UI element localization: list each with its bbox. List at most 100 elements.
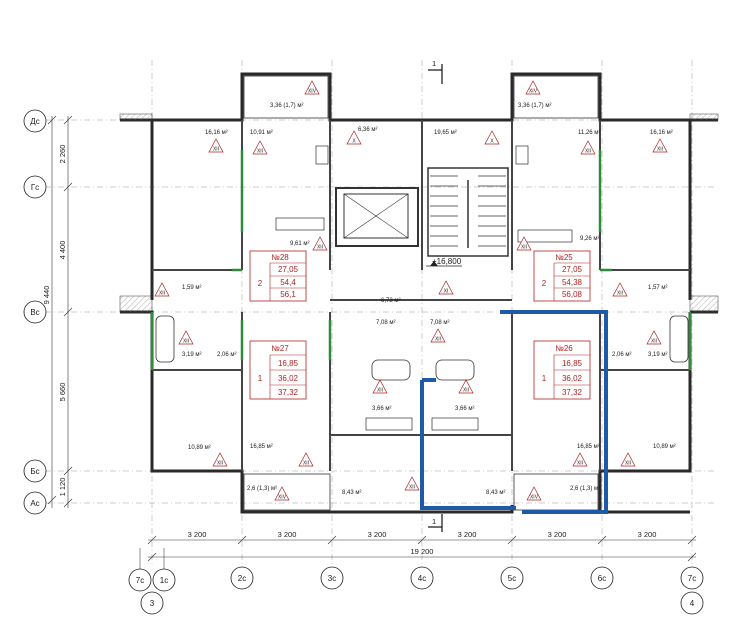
room-area: 1,59 м² xyxy=(182,285,201,291)
fire-category-label: XII xyxy=(213,147,219,153)
level-value: +16,800 xyxy=(432,257,462,266)
axis-label: Гс xyxy=(31,183,39,192)
fire-category-triangle xyxy=(298,452,314,467)
axis-bubble xyxy=(23,459,47,483)
room-area: 2,6 (1,3) м² xyxy=(570,486,600,492)
apartment-rooms: 2 xyxy=(258,279,263,288)
sheet-ref: 3 xyxy=(150,599,155,608)
apartment-box-27[interactable]: №27 1 16,85 36,02 37,32 xyxy=(249,340,307,400)
axis-bubble xyxy=(152,568,176,592)
axis-label: 2с xyxy=(238,574,246,583)
fire-category-triangle xyxy=(404,476,420,491)
apartment-number: №25 xyxy=(555,253,573,262)
fire-category-triangle xyxy=(580,140,596,155)
fire-category-label: XIV xyxy=(308,89,317,95)
room-area: 3,19 м² xyxy=(182,352,201,358)
fire-category-triangle xyxy=(525,80,541,95)
loggias xyxy=(243,75,599,511)
dimension-segment: 2 260 xyxy=(58,145,67,164)
fire-category-label: XII xyxy=(585,149,591,155)
fire-category-triangle xyxy=(646,330,662,345)
level-mark xyxy=(426,261,462,267)
bathtubs xyxy=(155,315,689,381)
axis-label: 4с xyxy=(418,574,426,583)
fire-category-label: XII xyxy=(521,245,527,251)
apartment-value: 54,4 xyxy=(280,278,296,287)
room-area: 3,66 м² xyxy=(455,406,474,412)
fire-category-triangle xyxy=(652,138,668,153)
fire-category-label: XII xyxy=(409,485,415,491)
axis-label: 7с xyxy=(136,576,144,585)
row-axes: Дс Гс Вс Бс Ас xyxy=(23,109,47,515)
room-area: 2,06 м² xyxy=(612,352,631,358)
fire-category-label: XII xyxy=(159,291,165,297)
left-dimensions xyxy=(47,115,73,508)
fire-category-triangle xyxy=(252,140,268,155)
apartment-rooms: 1 xyxy=(258,374,263,383)
apartment-value: 54,38 xyxy=(562,278,583,287)
room-area: 3,36 (1,7) м² xyxy=(518,103,551,109)
room-area: 10,89 м² xyxy=(653,444,676,450)
axis-label: Бс xyxy=(30,467,39,476)
room-area: 10,91 м² xyxy=(250,130,273,136)
room-area: 6,36 м² xyxy=(358,127,377,133)
room-area: 8,43 м² xyxy=(486,490,505,496)
sheet-ref-bubble xyxy=(680,591,704,615)
axis-bubble xyxy=(320,566,344,590)
room-area: 16,85 м² xyxy=(577,444,600,450)
fire-category-triangle xyxy=(372,379,388,394)
axis-bubble xyxy=(680,566,704,590)
dimension-total: 19 200 xyxy=(411,547,434,556)
fire-category-triangle xyxy=(312,236,328,251)
axis-label: 5с xyxy=(508,574,516,583)
fire-category-label: XIV xyxy=(530,495,539,501)
dimension-segment: 5 660 xyxy=(58,383,67,402)
fire-category-triangle xyxy=(154,282,170,297)
apartment-box-26[interactable]: №26 1 16,85 36,02 37,32 xyxy=(533,340,591,400)
axis-bubble xyxy=(410,566,434,590)
room-area: 2,06 м² xyxy=(217,352,236,358)
room-area: 10,89 м² xyxy=(188,445,211,451)
dimension-segment: 1 120 xyxy=(58,478,67,497)
fire-category-label: XII xyxy=(617,291,623,297)
room-area: 11,26 м² xyxy=(578,130,600,136)
axis-bubble xyxy=(128,568,152,592)
fire-category-label: XII xyxy=(303,461,309,467)
room-area: 2,6 (1,3) м² xyxy=(247,486,277,492)
room-area-labels: 3,36 (1,7) м² 3,36 (1,7) м² 16,16 м² 10,… xyxy=(182,103,676,496)
apartment-box-28[interactable]: №28 2 27,05 54,4 56,1 xyxy=(249,250,307,302)
axis-label: 1с xyxy=(160,576,168,585)
axis-bubble xyxy=(590,566,614,590)
room-area: 9,61 м² xyxy=(290,241,309,247)
fire-category-triangle xyxy=(620,452,636,467)
apartment-value: 16,85 xyxy=(278,359,299,368)
apartment-value: 37,32 xyxy=(278,388,299,397)
room-area: 3,66 м² xyxy=(372,406,391,412)
dimension-segment: 3 200 xyxy=(278,530,297,539)
apartment-number: №27 xyxy=(271,344,289,353)
apartment-value: 37,32 xyxy=(562,388,583,397)
fire-category-triangle xyxy=(178,330,194,345)
fire-category-label: XII xyxy=(463,388,469,394)
sheet-ref: 4 xyxy=(690,599,695,608)
dimension-total: 9 440 xyxy=(42,286,51,305)
fire-category-label: XII xyxy=(217,461,223,467)
elevator-shaft xyxy=(335,187,419,247)
axis-label: 7с xyxy=(688,574,696,583)
apartment-box-25[interactable]: №25 2 27,05 54,38 56,08 xyxy=(533,250,591,302)
apartment-value: 27,05 xyxy=(278,265,299,274)
section-mark-bottom xyxy=(428,514,443,532)
room-area: 7,08 м² xyxy=(430,320,449,326)
fire-category-triangle xyxy=(516,236,532,251)
room-area: 16,85 м² xyxy=(250,444,273,450)
apartment-value: 56,08 xyxy=(562,290,583,299)
fire-category-label: XII xyxy=(377,388,383,394)
fire-category-triangle xyxy=(458,379,474,394)
fire-category-label: XII xyxy=(625,461,631,467)
apartment-number: №26 xyxy=(555,344,573,353)
room-area: 16,16 м² xyxy=(205,130,228,136)
apartment-value: 56,1 xyxy=(280,290,296,299)
room-area: 19,65 м² xyxy=(434,130,457,136)
fire-category-triangle xyxy=(430,328,446,343)
